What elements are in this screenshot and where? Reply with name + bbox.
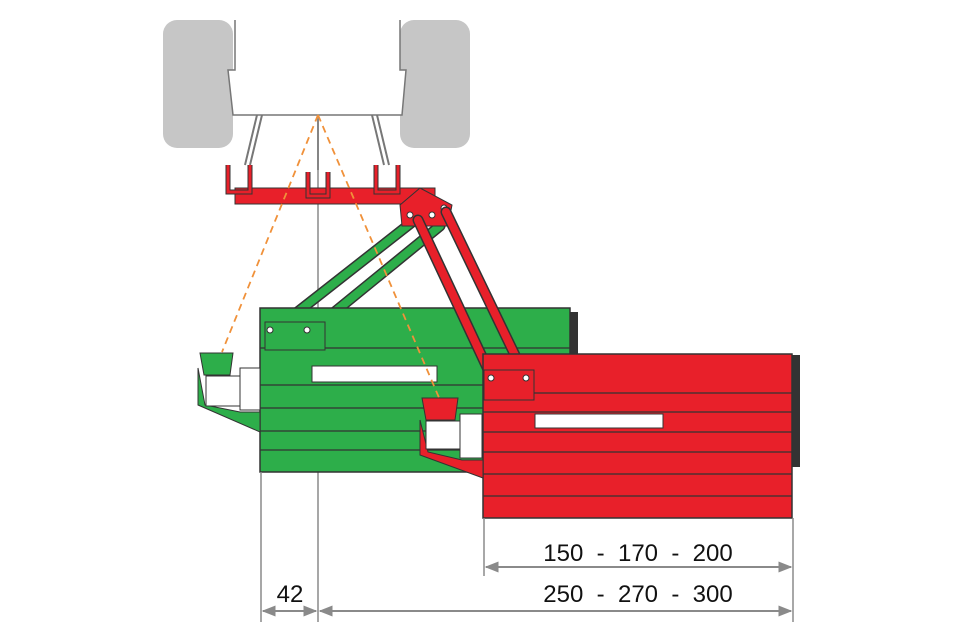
tractor-rear — [163, 20, 470, 170]
green-rotor-cap — [568, 312, 578, 354]
red-gearbox — [421, 397, 459, 421]
red-pivot-bracket — [483, 369, 535, 401]
left-tyre — [163, 20, 233, 148]
lower-link-left — [244, 114, 263, 166]
green-pivot-bracket — [264, 321, 326, 351]
dimension-lines — [260, 472, 794, 622]
right-tyre — [400, 20, 470, 148]
green-hydraulic-cylinder — [311, 365, 438, 383]
red-hydraulic-cylinder — [534, 413, 664, 429]
red-gearbox-shaft — [425, 420, 461, 450]
working-width-label: 150 - 170 - 200 — [543, 540, 732, 567]
offset-label: 42 — [277, 581, 304, 608]
pto-guide-line-retracted — [221, 114, 319, 353]
red-rotor-cap — [790, 355, 800, 467]
hitch-frame — [225, 165, 453, 227]
pto-guide-line-extended — [317, 114, 441, 401]
green-gearbox-frame — [197, 367, 261, 433]
tractor-body — [227, 20, 407, 116]
green-gearbox-shaft — [205, 375, 241, 407]
total-reach-label: 250 - 270 - 300 — [543, 581, 732, 608]
red-gearbox-frame — [419, 419, 484, 479]
lower-link-right — [371, 114, 390, 166]
green-gearbox — [199, 352, 234, 376]
mower-extended-position — [412, 206, 800, 519]
